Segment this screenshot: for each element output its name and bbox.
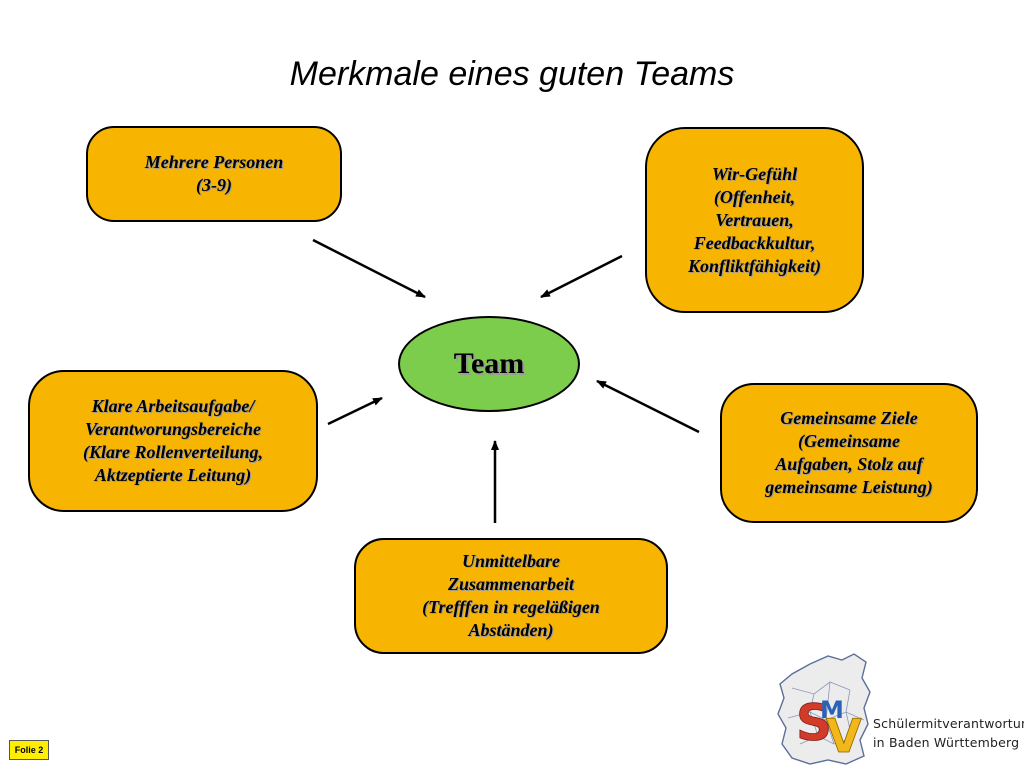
logo-org-name: Schülermitverantwortung in Baden Württem… — [873, 714, 1024, 752]
box-line: Gemeinsame Ziele — [780, 408, 918, 428]
box-wir-gefuehl: Wir-Gefühl (Offenheit, Vertrauen, Feedba… — [645, 127, 864, 313]
box-gemeinsame-ziele: Gemeinsame Ziele (Gemeinsame Aufgaben, S… — [720, 383, 978, 523]
slide-number-badge: Folie 2 — [9, 740, 49, 760]
box-line: Konfliktfähigkeit) — [687, 255, 821, 276]
box-unmittelbare-zusammenarbeit: Unmittelbare Zusammenarbeit (Trefffen in… — [354, 538, 668, 654]
box-line: Aufgaben, Stolz auf — [775, 454, 923, 474]
team-ellipse: Team — [398, 316, 580, 412]
box-mehrere-personen: Mehrere Personen (3-9) — [86, 126, 342, 222]
arrow-from-gemeinsame-ziele — [596, 379, 700, 434]
box-line: (Gemeinsame — [798, 431, 900, 451]
logo-letter-s: S — [796, 694, 832, 752]
box-line: Aktzeptierte Leitung) — [94, 465, 252, 485]
logo-letter-m: M — [820, 696, 844, 724]
box-line: Wir-Gefühl — [711, 163, 798, 184]
box-line: Abständen) — [468, 620, 554, 640]
logo-org-line: in Baden Württemberg — [873, 735, 1020, 750]
box-line: (Trefffen in regeläßigen — [422, 597, 600, 617]
box-line: Mehrere Personen — [144, 152, 284, 172]
slide-title: Merkmale eines guten Teams — [289, 55, 735, 93]
box-line: Zusammenarbeit — [447, 574, 574, 594]
box-line: (Offenheit, — [713, 186, 796, 207]
state-map-outline-icon — [777, 653, 871, 765]
box-line: Verantworungsbereiche — [84, 419, 262, 439]
logo-org-line: Schülermitverantwortung — [873, 716, 1024, 731]
box-line: Vertrauen, — [715, 209, 794, 230]
box-line: gemeinsame Leistung) — [765, 477, 933, 497]
arrow-from-mehrere-personen — [312, 238, 426, 299]
logo-letter-v: V — [826, 709, 862, 763]
box-klare-arbeitsaufgabe: Klare Arbeitsaufgabe/ Verantworungsberei… — [28, 370, 318, 512]
arrow-from-klare-arbeitsaufgabe — [327, 396, 383, 426]
box-line: (Klare Rollenverteilung, — [83, 442, 263, 462]
box-line: Unmittelbare — [462, 551, 560, 571]
arrow-from-wir-gefuehl — [540, 254, 623, 299]
state-map-borders-icon — [787, 681, 865, 745]
smv-logo: S M V — [777, 653, 871, 765]
box-line: (3-9) — [196, 175, 232, 195]
box-line: Klare Arbeitsaufgabe/ — [91, 396, 255, 416]
box-line: Feedbackkultur, — [693, 232, 816, 253]
